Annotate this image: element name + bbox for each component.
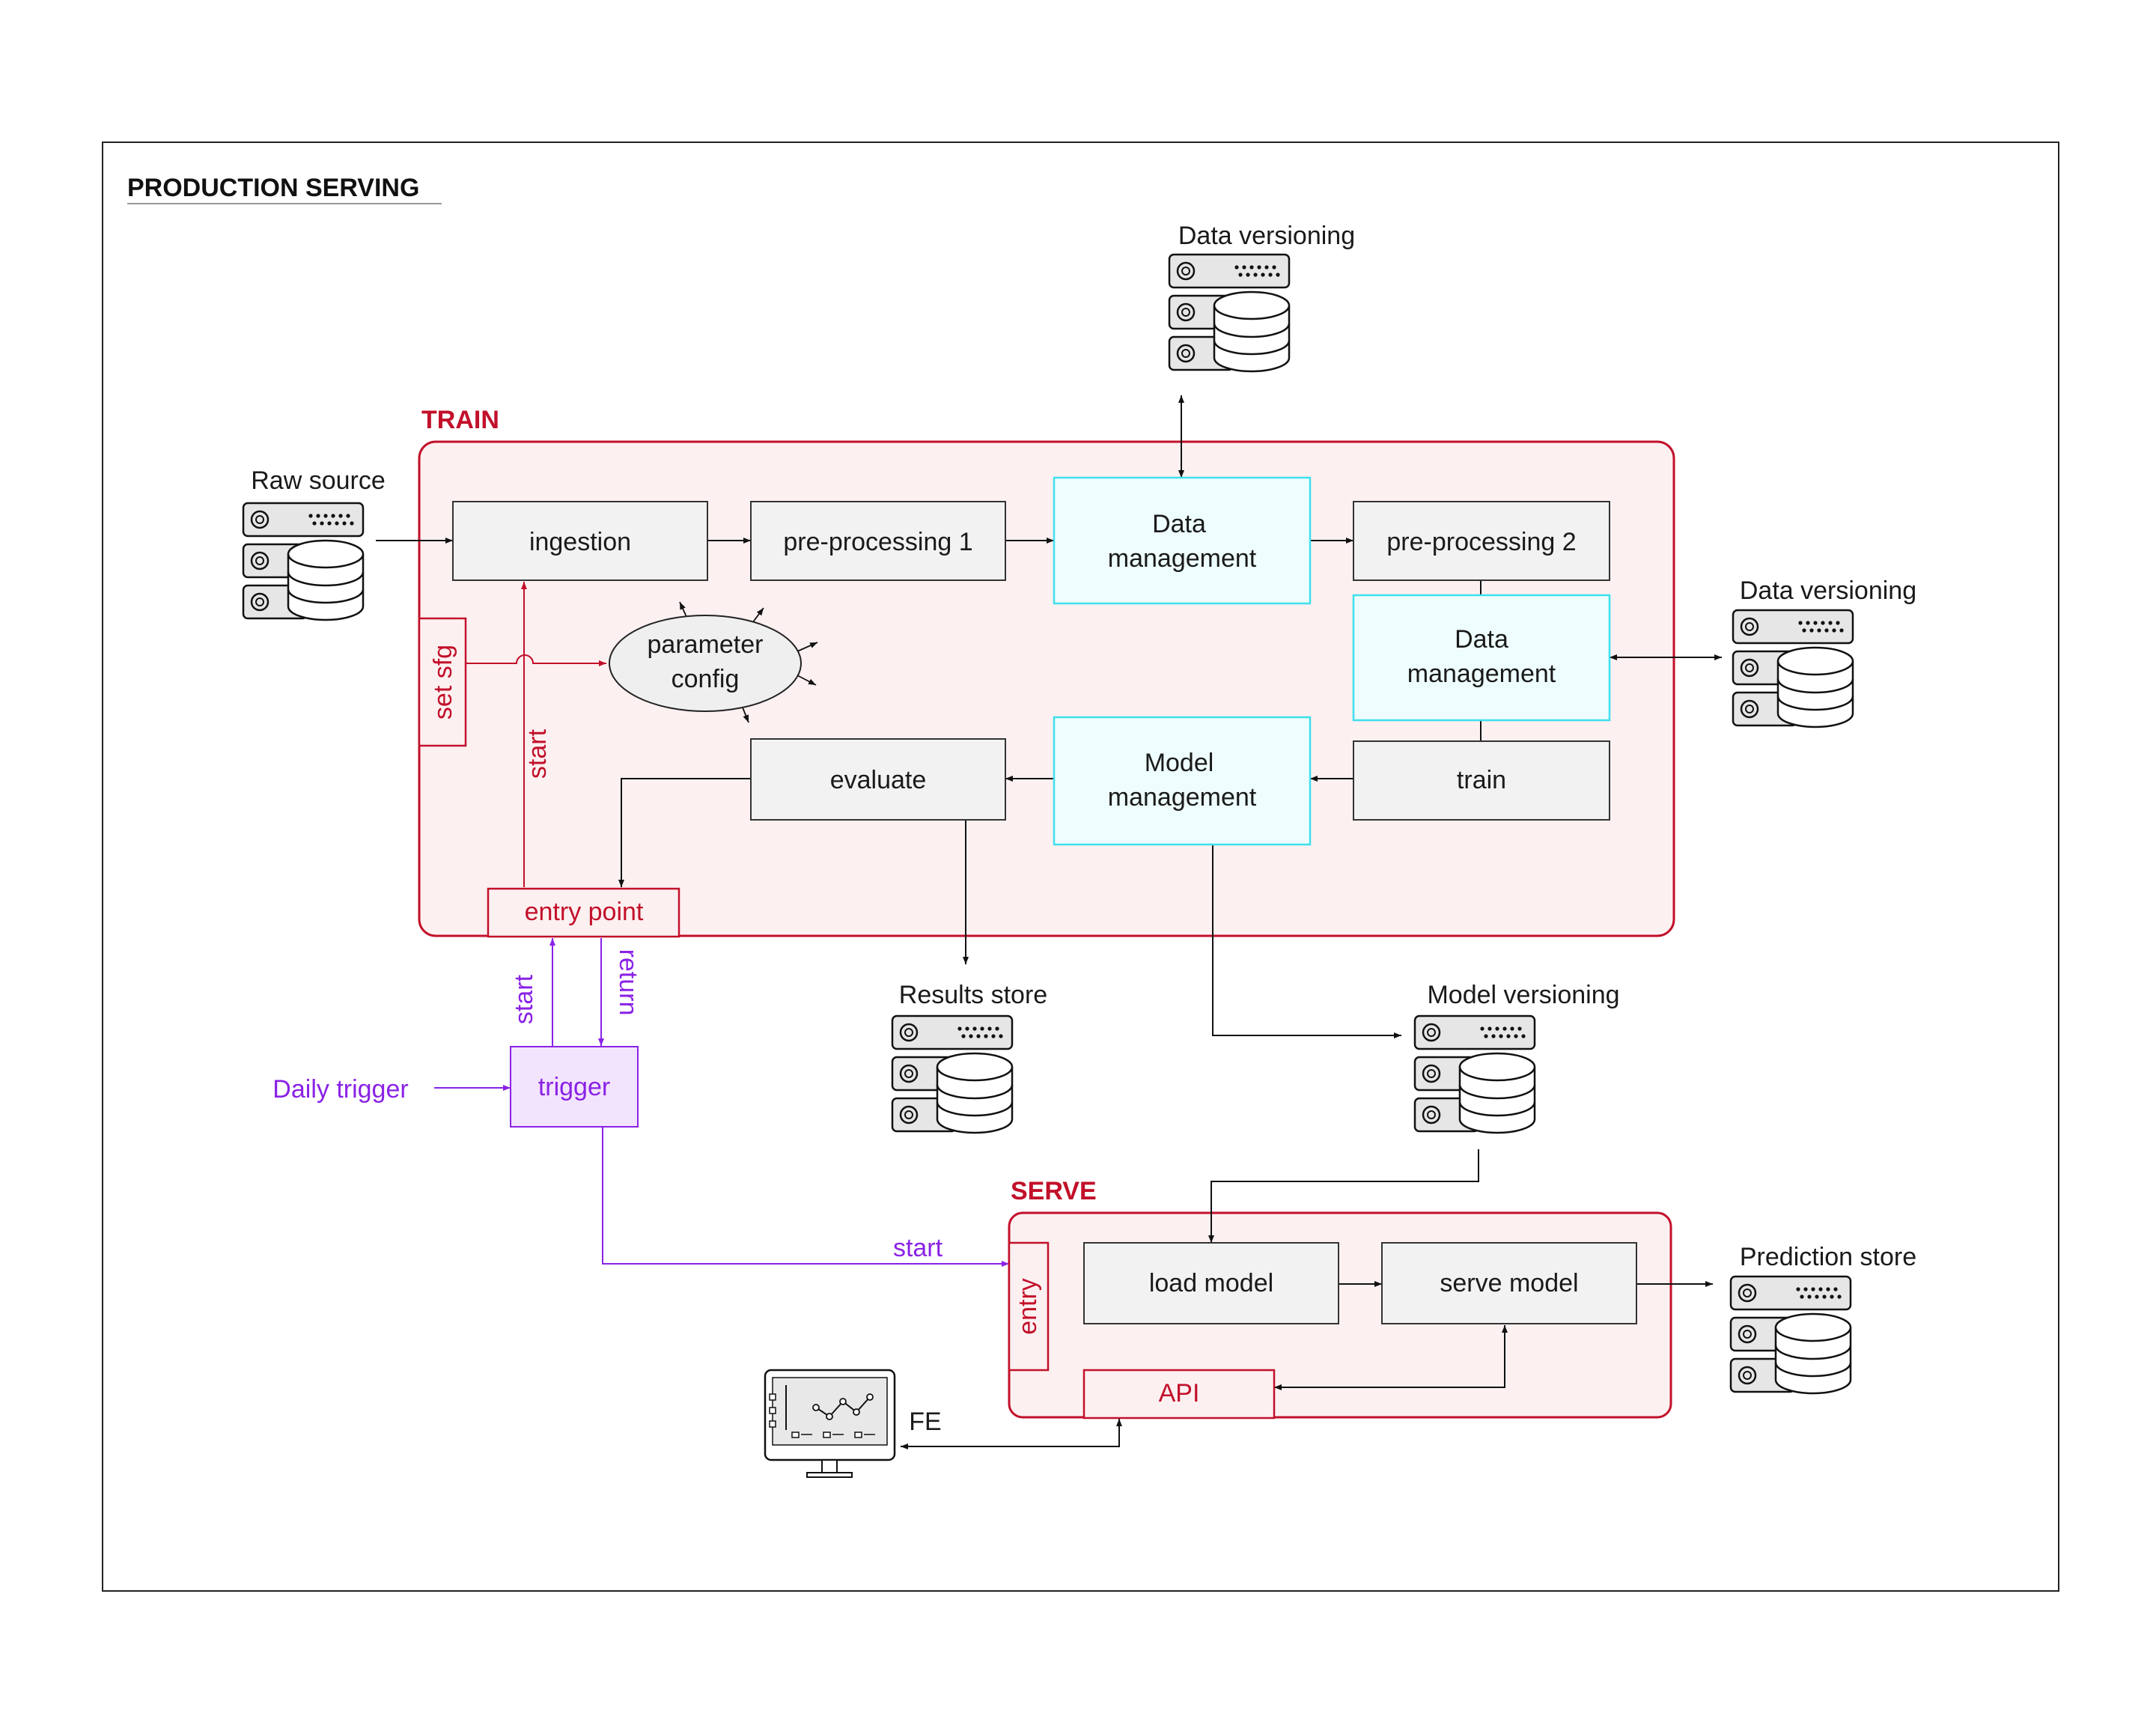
- model-management-line-2: management: [1108, 783, 1257, 812]
- raw-source-store: Raw source: [242, 466, 386, 621]
- data-management-box-2[interactable]: Data management: [1352, 594, 1611, 722]
- entry-point-label: entry point: [525, 898, 644, 926]
- raw-source-label: Raw source: [251, 466, 386, 495]
- trigger-return-label: return: [614, 949, 642, 1016]
- train-label: train: [1457, 766, 1506, 794]
- prediction-store-label: Prediction store: [1740, 1243, 1916, 1271]
- arrow-trigger-to-serve: [602, 1127, 1009, 1267]
- api-label: API: [1159, 1379, 1200, 1408]
- serve-model-box[interactable]: serve model: [1381, 1242, 1637, 1324]
- preprocessing-2-label: pre-processing 2: [1386, 528, 1576, 556]
- serve-entry-tab[interactable]: entry: [1008, 1241, 1050, 1372]
- preprocessing-2-box[interactable]: pre-processing 2: [1353, 501, 1610, 581]
- ingestion-box[interactable]: ingestion: [452, 501, 708, 581]
- fe-label: FE: [909, 1408, 941, 1436]
- prediction-store-icon: [1729, 1275, 1852, 1395]
- arrow-mm-to-model-versioning: [1212, 845, 1401, 1038]
- train-box[interactable]: train: [1353, 740, 1610, 821]
- preprocessing-1-label: pre-processing 1: [783, 528, 972, 556]
- connectors: [376, 395, 1722, 1449]
- model-management-line-1: Model: [1145, 749, 1214, 777]
- api-box[interactable]: API: [1082, 1369, 1276, 1420]
- set-cfg-label: set sfg: [429, 645, 457, 719]
- model-versioning-store: Model versioning: [1413, 981, 1620, 1134]
- data-management-2-line-1: Data: [1455, 625, 1508, 654]
- load-model-label: load model: [1149, 1269, 1273, 1297]
- raw-source-icon: [242, 502, 365, 621]
- data-management-box-1[interactable]: Data management: [1053, 476, 1312, 605]
- results-store: Results store: [891, 981, 1047, 1134]
- data-versioning-right-store: Data versioning: [1732, 576, 1916, 728]
- parameter-config-line-1: parameter: [648, 630, 764, 659]
- arrow-versioning-to-load: [1208, 1149, 1479, 1243]
- arrow-evaluate-to-entry: [618, 778, 751, 887]
- evaluate-box[interactable]: evaluate: [750, 738, 1006, 821]
- serve-model-label: serve model: [1440, 1269, 1578, 1297]
- parameter-config-line-2: config: [672, 665, 740, 693]
- preprocessing-1-box[interactable]: pre-processing 1: [750, 501, 1006, 581]
- data-management-1-line-1: Data: [1152, 510, 1206, 538]
- serve-start-label: start: [893, 1234, 943, 1262]
- train-start-label: start: [523, 728, 552, 779]
- production-serving-frame: [102, 142, 2059, 1592]
- fe-monitor-icon: [764, 1369, 896, 1478]
- daily-trigger-label: Daily trigger: [272, 1075, 408, 1104]
- trigger-box[interactable]: trigger: [510, 1046, 639, 1128]
- serve-entry-label: entry: [1014, 1278, 1042, 1335]
- prediction-store: Prediction store: [1729, 1243, 1916, 1395]
- trigger-label: trigger: [538, 1073, 610, 1101]
- data-versioning-top-label: Data versioning: [1178, 222, 1355, 250]
- data-management-1-line-2: management: [1108, 544, 1257, 573]
- results-store-label: Results store: [899, 981, 1047, 1009]
- set-cfg-tab[interactable]: set sfg: [418, 617, 467, 747]
- arrow-api-serve: [1274, 1325, 1508, 1390]
- parameter-config[interactable]: parameter config: [609, 601, 818, 723]
- serve-title: SERVE: [1011, 1177, 1097, 1205]
- ingestion-label: ingestion: [529, 528, 631, 556]
- model-management-box[interactable]: Model management: [1053, 716, 1312, 846]
- train-title: TRAIN: [421, 406, 499, 434]
- data-versioning-top-icon: [1168, 253, 1291, 373]
- data-versioning-right-icon: [1732, 609, 1854, 728]
- evaluate-label: evaluate: [830, 766, 927, 794]
- model-versioning-icon: [1413, 1014, 1536, 1134]
- model-versioning-label: Model versioning: [1427, 981, 1619, 1009]
- arrow-fe-api: [901, 1419, 1122, 1449]
- data-versioning-right-label: Data versioning: [1740, 576, 1916, 605]
- load-model-box[interactable]: load model: [1083, 1242, 1339, 1324]
- frame-title: PRODUCTION SERVING: [127, 174, 419, 202]
- trigger-start-label: start: [510, 974, 538, 1024]
- data-management-2-line-2: management: [1407, 660, 1556, 688]
- results-store-icon: [891, 1014, 1014, 1134]
- entry-point-box[interactable]: entry point: [487, 887, 680, 938]
- data-versioning-top-store: Data versioning: [1168, 222, 1355, 373]
